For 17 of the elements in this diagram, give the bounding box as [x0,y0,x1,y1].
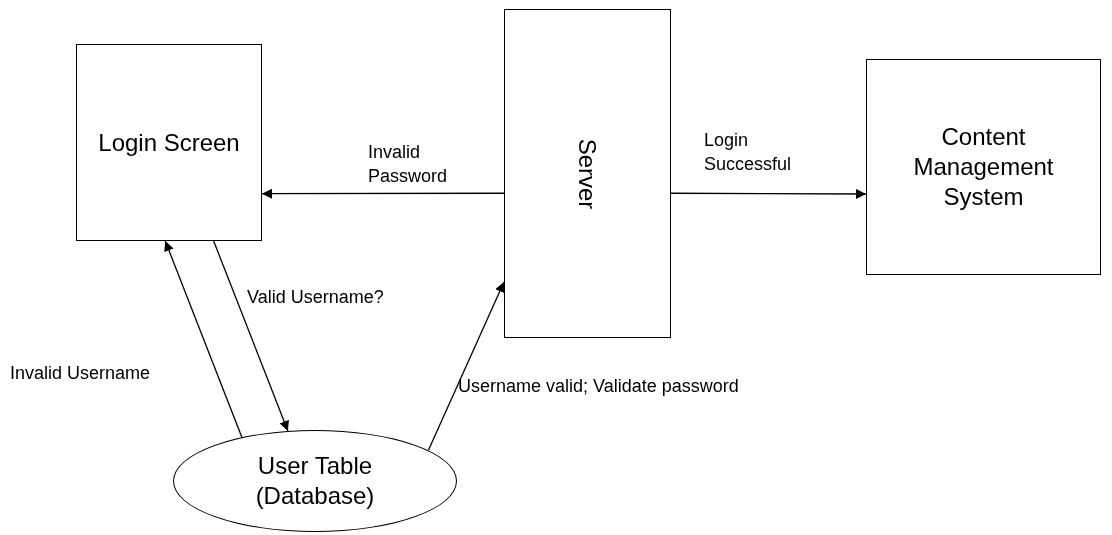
process-box [866,59,1101,275]
arrow [213,240,289,432]
node-label: Content Management System [912,122,1055,212]
arrow [427,281,505,451]
edge-label: Invalid Username [10,362,151,385]
edge-label: Login Successful [704,129,793,176]
arrow [164,240,243,438]
arrow [261,188,505,199]
node-label: Login Screen [97,127,241,158]
node-label: Server [573,138,603,209]
edge-label: Username valid; Validate password [458,375,739,398]
arrow [670,188,867,199]
process-box [76,44,262,241]
edge-label: Valid Username? [247,286,384,309]
node-label: User Table (Database) [254,451,376,511]
process-box [504,9,671,338]
edge-label: Invalid Password [368,141,449,188]
